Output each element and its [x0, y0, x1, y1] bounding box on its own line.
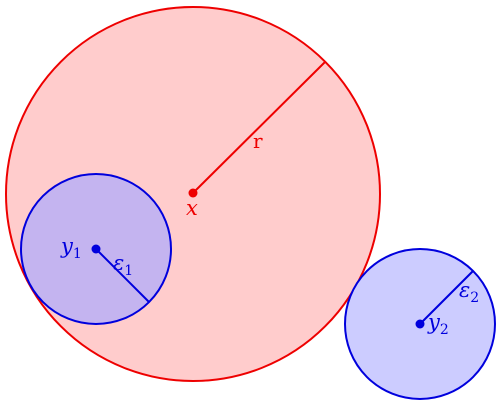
center-y1-main: y [60, 234, 74, 258]
radius-eps1-label: ε1 [113, 251, 133, 279]
radius-eps1-main: ε [113, 251, 124, 275]
radius-r-label: r [253, 129, 263, 153]
center-x-label: x [186, 196, 198, 220]
radius-eps1-subscript: 1 [124, 263, 133, 279]
radius-eps2-main: ε [459, 278, 470, 302]
radius-eps2-label: ε2 [459, 278, 479, 306]
radius-eps2-subscript: 2 [470, 290, 479, 306]
center-y1-subscript: 1 [73, 246, 82, 262]
center-x-dot [188, 188, 198, 198]
center-y2-main: y [427, 310, 441, 334]
center-y2-label: y2 [427, 310, 449, 338]
center-y1-dot [91, 244, 101, 254]
radius-eps2-line [419, 270, 474, 325]
radius-eps1-line [95, 248, 150, 303]
center-y1-label: y1 [60, 234, 82, 262]
center-y2-dot [415, 319, 425, 329]
radius-r-line [192, 61, 326, 194]
center-y2-subscript: 2 [440, 322, 449, 338]
